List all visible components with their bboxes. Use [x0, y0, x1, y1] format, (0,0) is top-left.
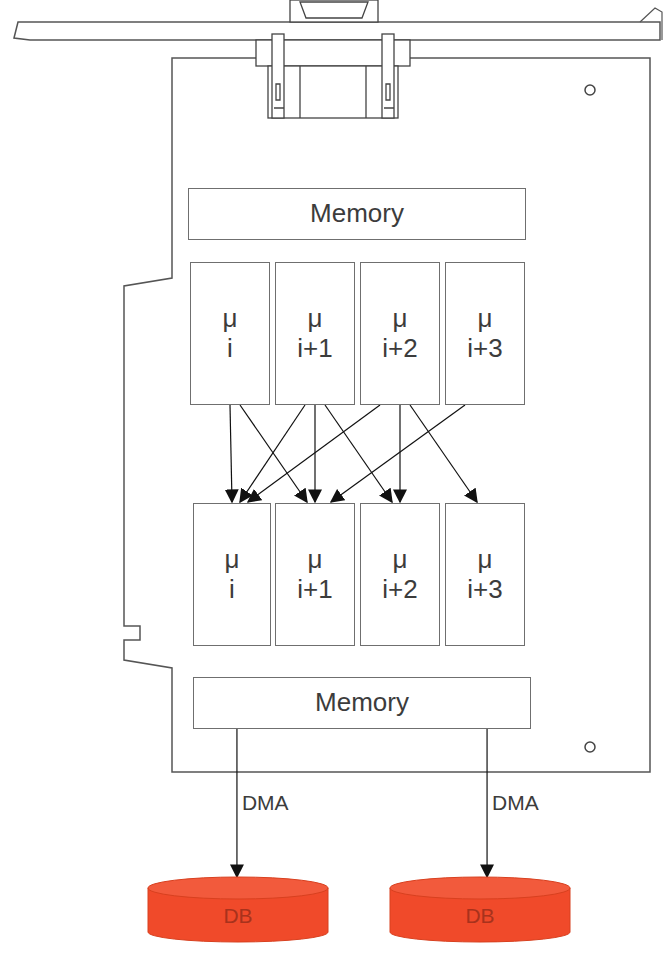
microprocessor-box: μ i	[190, 262, 270, 405]
node-label: μ i	[191, 304, 269, 364]
circuit-board	[124, 58, 650, 772]
bracket-tab	[640, 8, 662, 40]
arrow-connector	[240, 405, 307, 502]
arrow-connector	[399, 405, 400, 502]
microprocessor-box: μ i+1	[275, 503, 355, 646]
arrow-connector	[325, 405, 392, 502]
edge-label: DMA	[490, 791, 541, 814]
serial-connector	[256, 0, 410, 118]
arrow-connector	[248, 405, 380, 502]
microprocessor-box: μ i+1	[275, 262, 355, 405]
arrow-connector	[486, 729, 487, 877]
node-label: Memory	[315, 688, 409, 718]
node-label: μ i	[194, 545, 270, 605]
mount-hole	[585, 742, 595, 752]
microprocessor-box: μ i	[193, 503, 271, 646]
node-label: μ i+3	[446, 304, 524, 364]
node-label: μ i+2	[361, 545, 439, 605]
database-cylinder: DB	[148, 876, 328, 942]
arrow-connector	[240, 405, 305, 502]
arrow-connector	[236, 729, 237, 877]
mount-hole	[585, 85, 595, 95]
arrow-connector	[230, 405, 232, 502]
node-label: DB	[465, 904, 494, 928]
node-label: μ i+2	[361, 304, 439, 364]
microprocessor-box: μ i+2	[360, 262, 440, 405]
microprocessor-box: μ i+3	[445, 262, 525, 405]
node-label: μ i+3	[446, 545, 524, 605]
memory-box: Memory	[193, 677, 531, 729]
node-label: Memory	[310, 199, 404, 229]
edge-label: DMA	[240, 791, 291, 814]
bracket	[14, 22, 660, 40]
microprocessor-box: μ i+3	[445, 503, 525, 646]
memory-box: Memory	[188, 188, 526, 240]
microprocessor-box: μ i+2	[360, 503, 440, 646]
node-label: DB	[223, 904, 252, 928]
node-label: μ i+1	[276, 545, 354, 605]
database-cylinder: DB	[390, 876, 570, 942]
arrow-connector	[410, 405, 477, 502]
node-label: μ i+1	[276, 304, 354, 364]
arrow-connector	[331, 405, 465, 502]
